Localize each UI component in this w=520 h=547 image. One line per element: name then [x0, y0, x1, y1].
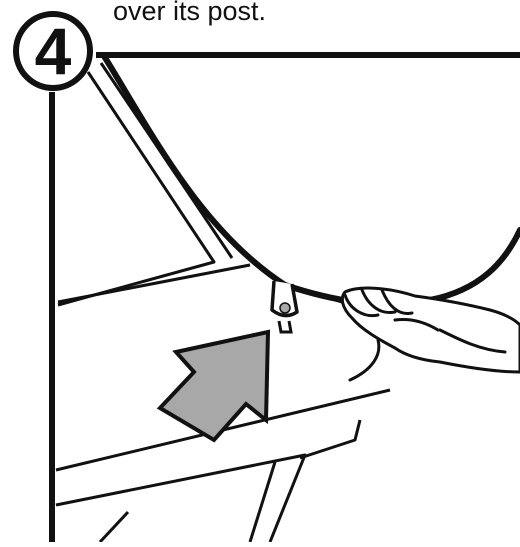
step-badge: 4: [12, 10, 94, 92]
fender-edge: [300, 420, 360, 458]
body-panel-line: [58, 265, 250, 302]
wheel-arch-left: [100, 512, 128, 542]
grommet-post: [272, 281, 297, 332]
hand: [342, 288, 520, 380]
wheel-arch-right: [250, 462, 275, 542]
lower-body-line: [56, 455, 305, 542]
cover-edge: [104, 56, 520, 304]
instruction-caption: over its post.: [113, 0, 266, 28]
step-number: 4: [12, 10, 94, 92]
hand-heel: [350, 340, 379, 380]
